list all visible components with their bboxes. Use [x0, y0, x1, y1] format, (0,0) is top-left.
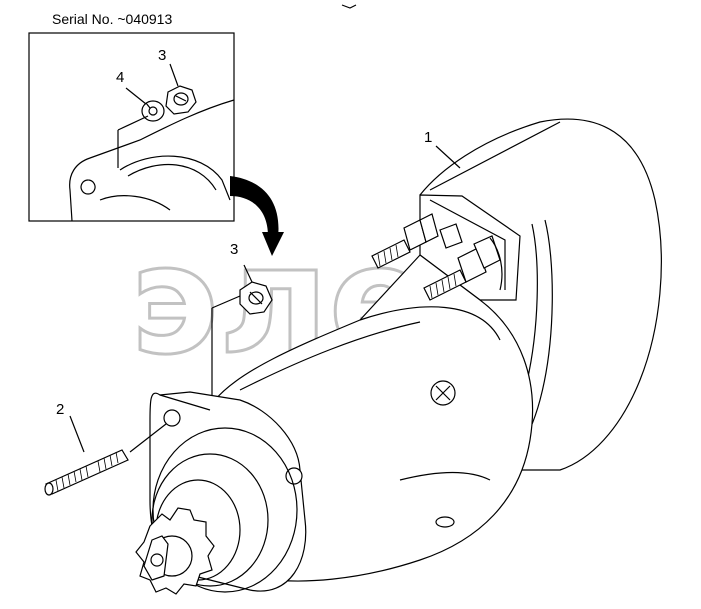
inset-frame	[28, 32, 235, 222]
inset-panel: Serial No. ~040913 4 3	[28, 11, 235, 222]
leader-2-stud-hole	[129, 423, 167, 453]
callout-2: 2	[56, 401, 64, 418]
inset-flange-icon	[69, 99, 235, 222]
leader-3-main	[243, 264, 253, 283]
leader-washer-stud	[117, 115, 149, 131]
leader-1	[435, 145, 461, 169]
terminal-stud-icon	[371, 213, 501, 301]
leader-3-inset	[169, 63, 179, 87]
leader-2	[69, 415, 85, 453]
stud-bolt-icon	[44, 449, 129, 496]
callout-3-inset: 3	[158, 47, 166, 64]
nut-icon	[239, 281, 273, 315]
leader-3-to-nut	[211, 295, 241, 309]
callout-3-main: 3	[230, 241, 238, 258]
starter-motor-icon	[135, 118, 662, 595]
nut-icon	[165, 85, 197, 115]
leader-4	[125, 87, 147, 105]
pinion-gear-icon	[135, 507, 215, 595]
serial-number-label: Serial No. ~040913	[52, 11, 172, 27]
callout-4: 4	[116, 69, 124, 86]
callout-1: 1	[424, 129, 432, 146]
header-mark	[341, 4, 357, 9]
transition-arrow-icon	[230, 176, 284, 256]
